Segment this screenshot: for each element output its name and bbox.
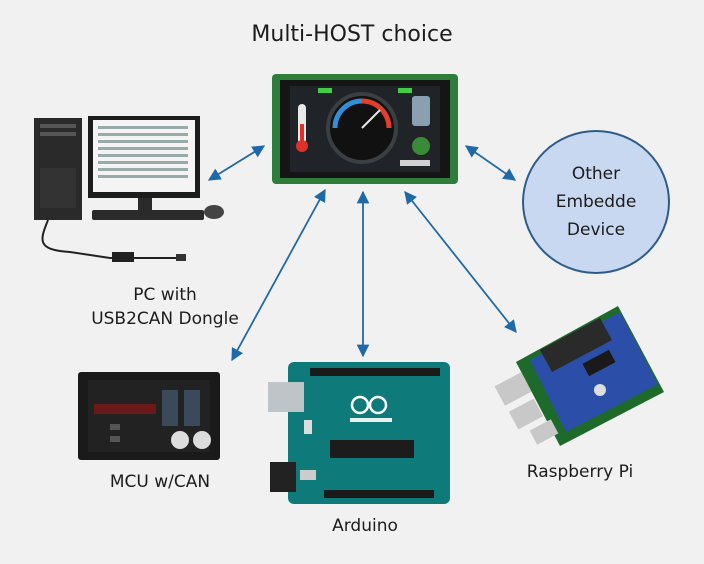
other-device-line1: Other xyxy=(571,164,621,184)
pc-label-line2: USB2CAN Dongle xyxy=(91,309,239,329)
pc-image xyxy=(34,116,224,262)
pc-label-line1: PC with xyxy=(133,285,197,305)
raspberry-pi-image xyxy=(494,306,664,446)
connection-arrows xyxy=(207,145,517,362)
display-module-image xyxy=(272,74,458,184)
arrow-pc-display xyxy=(207,145,266,181)
other-device-line2: Embedde xyxy=(555,192,637,212)
arrow-other-display xyxy=(464,145,517,181)
other-device-line3: Device xyxy=(566,220,626,240)
arrow-raspberry-display xyxy=(404,191,517,333)
pc-label: PC with USB2CAN Dongle xyxy=(40,283,290,331)
other-embedded-device-node: Other Embedde Device xyxy=(522,130,670,274)
arrow-mcu-display xyxy=(231,188,326,362)
diagram-title: Multi-HOST choice xyxy=(251,22,453,47)
mcu-label: MCU w/CAN xyxy=(109,472,211,492)
arduino-board-image xyxy=(268,362,450,504)
raspberry-pi-label: Raspberry Pi xyxy=(526,462,634,482)
mcu-board-image xyxy=(78,372,220,460)
arduino-label: Arduino xyxy=(332,516,398,536)
